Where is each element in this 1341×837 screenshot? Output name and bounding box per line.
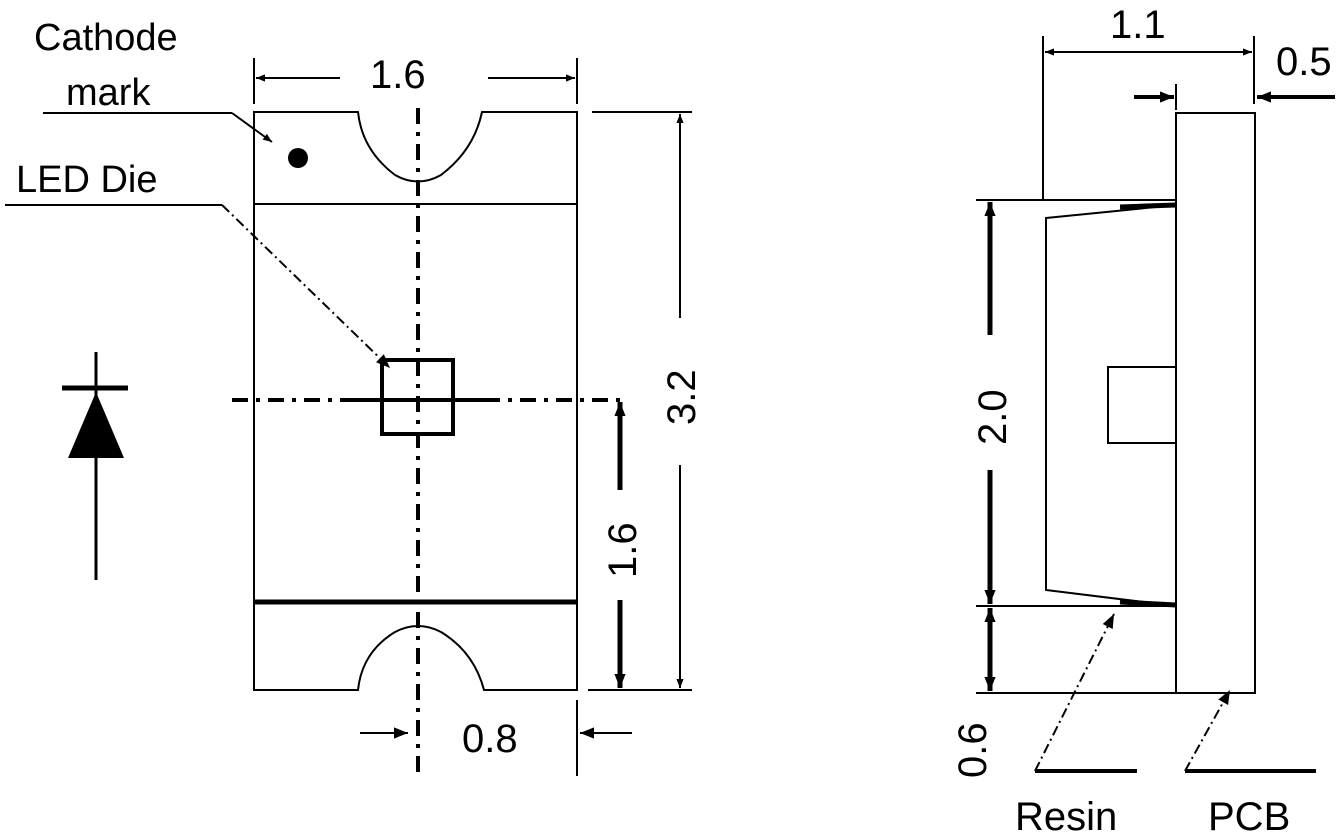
dim-side-depth-label: 1.1 [1110, 3, 1166, 47]
dim-bottom-width [360, 700, 632, 776]
dim-base-height-label: 0.6 [951, 722, 995, 778]
dim-side-depth [1042, 36, 1255, 200]
resin-top-edge-thick [1119, 202, 1177, 210]
front-view [232, 108, 624, 776]
led-die-square [380, 358, 455, 436]
dim-total-height [592, 111, 692, 691]
dim-top-width-label: 1.6 [370, 53, 426, 97]
pcb-label: PCB [1208, 795, 1290, 837]
resin-bottom-edge-thick [1119, 599, 1177, 608]
diode-symbol-icon [62, 352, 128, 580]
dim-bottom-width-label: 0.8 [462, 717, 518, 761]
cathode-mark-dot [288, 148, 308, 168]
resin-leader [1034, 613, 1137, 773]
dim-die-offset-label: 1.6 [601, 522, 645, 578]
resin-label: Resin [1015, 795, 1117, 837]
dim-total-height-label: 3.2 [660, 369, 704, 425]
led-die-leader [5, 204, 391, 369]
side-view [976, 112, 1256, 694]
pcb-leader [1184, 689, 1316, 773]
led-die-label: LED Die [16, 159, 158, 201]
dim-resin-height-label: 2.0 [971, 389, 1015, 445]
cathode-mark-label-line1: Cathode [34, 17, 178, 59]
dim-top-width [253, 58, 578, 104]
cathode-mark-leader [43, 112, 273, 143]
dim-pcb-thickness [1134, 84, 1335, 110]
dim-pcb-thickness-label: 0.5 [1276, 40, 1332, 84]
pcb-rect [1175, 112, 1256, 694]
cathode-mark-label-line2: mark [66, 72, 151, 114]
dim-die-offset [588, 402, 634, 691]
resin-body-outline [1045, 203, 1177, 608]
front-body-outline [253, 111, 578, 691]
side-die-notch [1107, 366, 1176, 444]
